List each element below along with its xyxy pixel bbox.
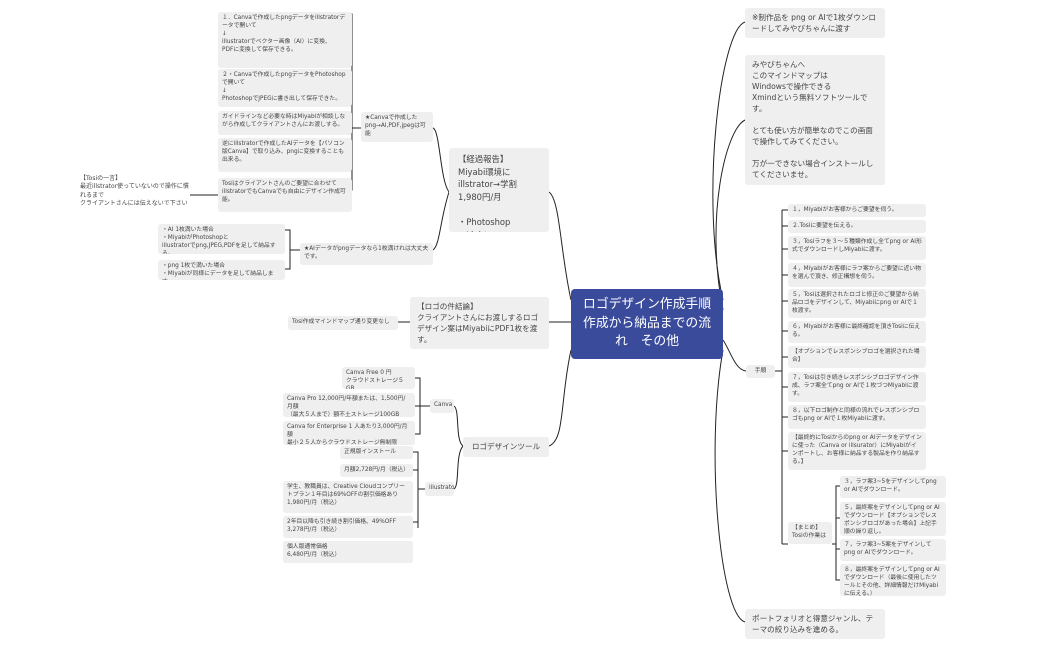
progress-report-node[interactable]: 【経過報告】 Miyabi環境に illstrator→学割1,980円/月 ・… xyxy=(449,148,549,232)
ai-data-group[interactable]: ★AIデータがpngデータなら1枚満けれは大丈夫です。 xyxy=(300,243,433,265)
delivery-note-node[interactable]: ※制作品を png or AIで1枚ダウンロードしてみやびちゃんに渡す xyxy=(745,8,885,38)
illustrator-second-year[interactable]: 2年目以降も引き続き割引価格、49%OFF 3,278円/月（税込） xyxy=(283,516,413,538)
summary-item-2[interactable]: ５，最終案をデザインしてpng or AIでダウンロード【オプションでレスポンシ… xyxy=(840,502,946,536)
xmind-note-node[interactable]: みやびちゃんへ このマインドマップは Windowsで操作できる Xmindとい… xyxy=(745,55,885,185)
procedure-node[interactable]: 手順 xyxy=(746,365,775,378)
summary-item-1[interactable]: ３，ラフ案3~5をデザインしてpng or AIでダウンロード。 xyxy=(840,476,946,498)
illustrator-install[interactable]: 正規版インストール xyxy=(340,446,413,459)
ai-item-1[interactable]: ・AI 1枚満いた場合 ・MiyabiがPhotoshopと illustrat… xyxy=(158,224,285,254)
canva-enterprise-plan[interactable]: Canva for Enterprise 1 人あたり3,000円/月額 最小２… xyxy=(283,421,415,445)
no-change-node[interactable]: Tosi作成マインドマップ通り変更なし xyxy=(288,316,398,330)
summary-node[interactable]: 【まとめ】 Tosiの作業は xyxy=(788,522,832,544)
procedure-final-step[interactable]: 【最終的にTosiからのpng or AIデータをデザインに使った（Canva … xyxy=(788,432,926,470)
summary-item-3[interactable]: ７，ラフ案3~5案をデザインしてpng or AIでダウンロード。 xyxy=(840,539,946,561)
canva-pro-plan[interactable]: Canva Pro 12,000円/年額または、1,500円/月額 （最大５人ま… xyxy=(283,393,415,417)
illustrator-personal-price[interactable]: 個人版通常価格 6,480円/月（税込） xyxy=(283,541,413,563)
canva-item-3[interactable]: ガイドラインなど必要な時はMiyabiが相談しながら作成してクライアントさんにお… xyxy=(218,111,352,135)
portfolio-node[interactable]: ポートフォリオと得意ジャンル、テーマの絞り込みを進める。 xyxy=(745,609,885,639)
canva-item-1[interactable]: １．Canvaで作成したpngデータをillstratorデータで開いて ↓ i… xyxy=(218,12,352,68)
procedure-step-2[interactable]: ２.Tosiに要望を伝える。 xyxy=(788,220,926,233)
procedure-step-8[interactable]: ８，以下ロゴ制作と同様の流れでレスポンシブロゴもpng or AIで１枚Miya… xyxy=(788,405,926,429)
illustrator-monthly[interactable]: 月額2,728円/月（税込） xyxy=(340,464,413,477)
ai-item-2[interactable]: ・png 1枚で満いた場合 ・Miyabiが同様にデータを足して納品します。 xyxy=(158,260,285,280)
procedure-step-3[interactable]: ３，Tosiラフを３～５種類作成し全てpng or AI形式でダウンロードしMi… xyxy=(788,236,926,260)
canva-free-plan[interactable]: Canva Free 0 円 クラウドストレージ５GB xyxy=(342,367,415,389)
canva-tool-node[interactable]: Canva xyxy=(430,399,454,413)
illustrator-tool-node[interactable]: illustrator xyxy=(425,482,454,496)
canva-item-2[interactable]: ２・Canvaで作成したpngデータをPhotoshopで開いて ↓ Photo… xyxy=(218,69,352,107)
canva-item-5[interactable]: Tosiはクライアントさんのご要望に合わせてillstratorでもCanvaで… xyxy=(218,178,352,212)
delivery-conclusion-node[interactable]: 【ロゴの件結論】 クライアントさんにお渡しするロゴデザイン案はMiyabiにPD… xyxy=(410,297,549,349)
procedure-step-6[interactable]: ６，Miyabiがお客様に最終確認を頂きTosiに伝える。 xyxy=(788,321,926,343)
central-topic[interactable]: ロゴデザイン作成手順 作成から納品までの流れ その他 xyxy=(571,289,723,359)
canva-conversion-group[interactable]: ★Canvaで作成した png→AI,PDF,jpegは可能 xyxy=(361,112,433,142)
illustrator-student-price[interactable]: 学生、教職員は、Creative Cloudコンプリートプラン１年目は69%OF… xyxy=(283,481,413,513)
procedure-step-5[interactable]: ５，Tosiは選択されたロゴと修正のご要望から納品ロゴをデザインして、Miyab… xyxy=(788,289,926,318)
procedure-step-1[interactable]: １，Miyabiがお客様からご要望を伺う。 xyxy=(788,204,926,217)
canva-item-4[interactable]: 逆にillstratorで作成したAIデータを【パソコン版Canva】で取り込み… xyxy=(218,138,352,172)
procedure-step-7[interactable]: ７，Tosiは引き続きレスポンシブロゴデザイン作成、ラフ案全てpng or AI… xyxy=(788,372,926,402)
procedure-option-heading[interactable]: 【オプションでレスポンシブロゴを選択された場合】 xyxy=(788,346,926,368)
logo-design-tools-node[interactable]: ロゴデザインツール xyxy=(463,437,549,457)
summary-item-4[interactable]: ８，最終案をデザインしてpng or AIでダウンロード（最後に使用したツールと… xyxy=(840,564,946,596)
procedure-step-4[interactable]: ４，Miyabiがお客様にラフ案からご要望に近い物を選んで頂き、修正構想を伺う。 xyxy=(788,263,926,287)
tosi-note[interactable]: 【Tosiの一言】 最近illstrator使っていないので操作に慣れるまで ク… xyxy=(80,175,190,217)
